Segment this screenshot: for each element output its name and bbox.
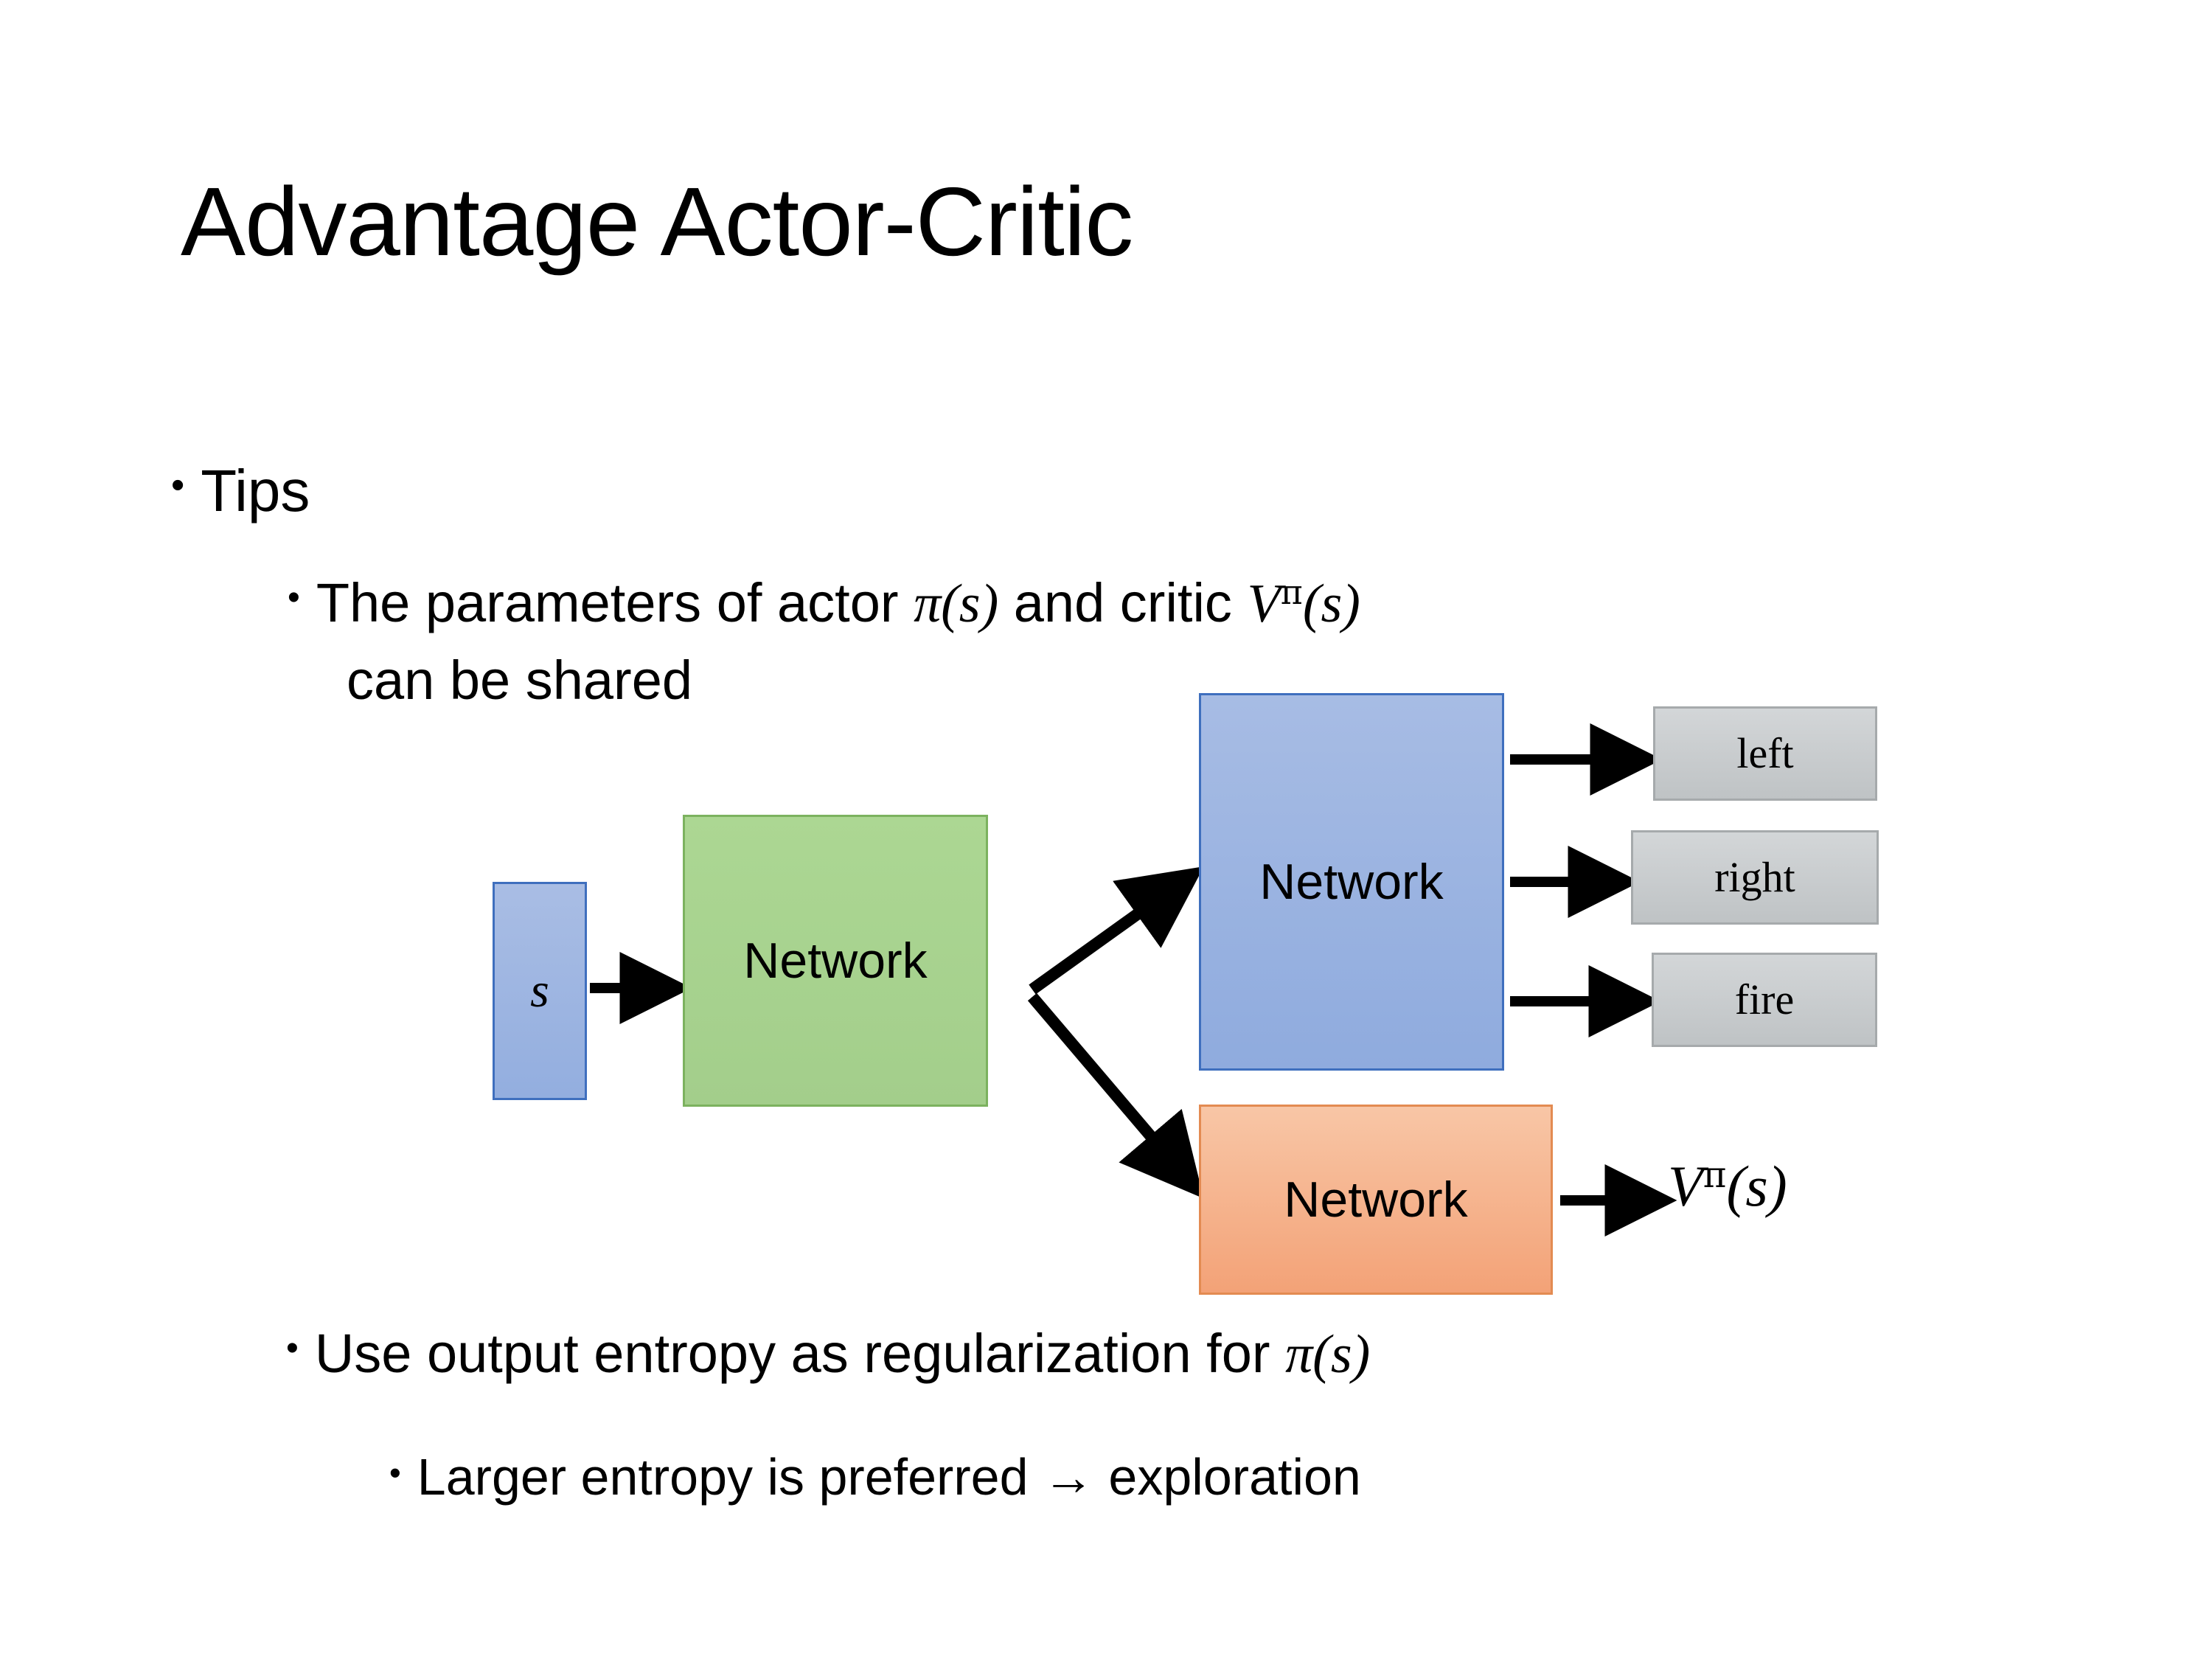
shared-network-box[interactable]: Network bbox=[683, 815, 988, 1107]
shared-network-label: Network bbox=[743, 933, 928, 989]
value-function-output-label: Vπ(s) bbox=[1668, 1153, 1787, 1220]
action-output-fire[interactable]: fire bbox=[1652, 953, 1877, 1047]
math-critic-base: V bbox=[1247, 574, 1281, 634]
page-title: Advantage Actor-Critic bbox=[181, 167, 1133, 276]
bullet-entropy-regularization: • Use output entropy as regularization f… bbox=[286, 1322, 1370, 1386]
params-text-2: and critic bbox=[998, 572, 1248, 633]
entropy-text: Use output entropy as regularization for bbox=[314, 1323, 1286, 1384]
bullet-marker-icon: • bbox=[288, 578, 300, 617]
value-output-base: V bbox=[1668, 1154, 1703, 1218]
params-text-1: The parameters of actor bbox=[316, 572, 914, 633]
bullet-marker-icon: • bbox=[171, 464, 185, 507]
bullet-marker-icon: • bbox=[286, 1329, 299, 1368]
action-output-left[interactable]: left bbox=[1653, 706, 1877, 801]
bullet-shared-parameters-line2: can be shared bbox=[347, 650, 693, 711]
bullet-tips-label: Tips bbox=[201, 458, 310, 524]
bullet-shared-parameters-line: The parameters of actor π(s) and critic … bbox=[316, 571, 1360, 636]
state-input-box[interactable]: s bbox=[493, 882, 587, 1100]
state-input-label: s bbox=[530, 964, 549, 1018]
math-critic-superscript: π bbox=[1280, 572, 1303, 613]
critic-network-box[interactable]: Network bbox=[1199, 1105, 1553, 1295]
actor-network-label: Network bbox=[1259, 854, 1444, 910]
math-actor-policy: π(s) bbox=[914, 574, 999, 634]
math-critic-value: Vπ(s) bbox=[1247, 572, 1360, 634]
bullet-larger-entropy: • Larger entropy is preferred → explorat… bbox=[389, 1447, 1361, 1506]
math-critic-argument: (s) bbox=[1302, 574, 1360, 634]
value-output-superscript: π bbox=[1703, 1154, 1727, 1196]
bullet-tips: • Tips bbox=[171, 457, 310, 525]
action-output-fire-label: fire bbox=[1734, 975, 1795, 1023]
bullet-larger-entropy-label: Larger entropy is preferred → exploratio… bbox=[417, 1448, 1361, 1506]
bullet-shared-parameters: • The parameters of actor π(s) and criti… bbox=[288, 571, 1360, 636]
bullet-shared-parameters-wrap: can be shared bbox=[347, 649, 692, 712]
bullet-marker-icon: • bbox=[389, 1454, 401, 1492]
action-output-right[interactable]: right bbox=[1631, 830, 1879, 925]
math-actor-policy-2: π(s) bbox=[1285, 1324, 1371, 1385]
value-output-argument: (s) bbox=[1726, 1154, 1787, 1218]
action-output-right-label: right bbox=[1714, 853, 1795, 901]
bullet-entropy-line: Use output entropy as regularization for… bbox=[315, 1322, 1370, 1386]
arrow-shared-to-actor bbox=[1029, 866, 1204, 995]
action-output-left-label: left bbox=[1736, 729, 1794, 777]
arrow-shared-to-critic bbox=[1027, 992, 1204, 1199]
critic-network-label: Network bbox=[1284, 1172, 1468, 1228]
actor-network-box[interactable]: Network bbox=[1199, 693, 1504, 1071]
